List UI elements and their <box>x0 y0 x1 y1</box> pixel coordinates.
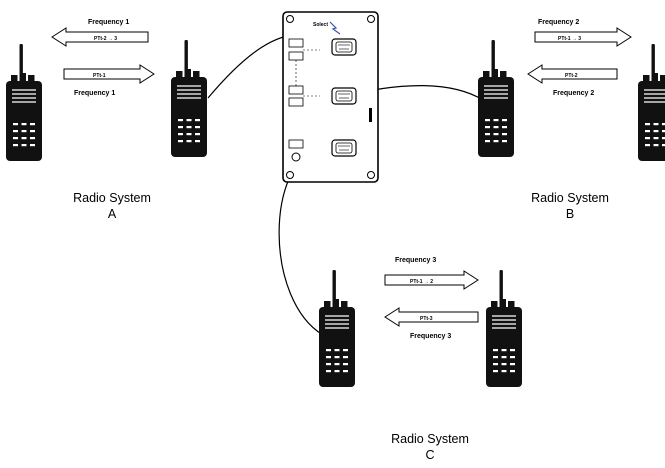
radio-a-base <box>170 39 208 158</box>
arrow-c-in-frequency: Frequency 3 <box>410 333 451 340</box>
arrow-a-outbound: PTt-2 → 3 <box>51 27 149 47</box>
arrow-a-out-frequency: Frequency 1 <box>88 19 129 26</box>
arrow-c-in-band: PTt-3 <box>420 316 433 322</box>
brand-logo-icon <box>329 21 341 35</box>
arrow-a-in-frequency: Frequency 1 <box>74 90 115 97</box>
arrow-b-in-band: PTt-2 <box>565 73 578 79</box>
arrow-a-inbound: PTt-1 <box>63 64 155 84</box>
hub-port-2 <box>331 87 357 105</box>
arrow-b-in-frequency: Frequency 2 <box>553 90 594 97</box>
system-b-label-line1: Radio System <box>531 191 609 205</box>
arrow-c-out-band: PTt-1 → 2 <box>410 279 433 285</box>
hub-jumper-block <box>288 38 320 149</box>
hub-port-3 <box>331 139 357 157</box>
arrow-b-inbound: PTt-2 <box>527 64 618 84</box>
hub-port-1 <box>331 38 357 56</box>
hub-power-knob <box>291 152 301 162</box>
hub-brand-label: Solect <box>313 22 328 28</box>
radio-a-handheld <box>5 43 43 162</box>
arrow-a-in-band: PTt-1 <box>93 73 106 79</box>
radio-b-handheld <box>637 43 665 162</box>
arrow-b-outbound: PTt-1 → 3 <box>534 27 632 47</box>
system-a-label-line2: A <box>108 207 117 221</box>
arrow-c-out-frequency: Frequency 3 <box>395 257 436 264</box>
arrow-b-out-band: PTt-1 → 3 <box>558 36 581 42</box>
arrow-b-out-frequency: Frequency 2 <box>538 19 579 26</box>
system-c-label-line1: Radio System <box>391 432 469 446</box>
arrow-c-inbound: PTt-3 <box>384 307 479 327</box>
system-a-label-line1: Radio System <box>73 191 151 205</box>
radio-c-handheld <box>485 269 523 388</box>
arrow-c-outbound: PTt-1 → 2 <box>384 270 479 290</box>
hub-side-marker <box>369 108 372 122</box>
arrow-a-out-band: PTt-2 → 3 <box>94 36 117 42</box>
radio-c-base <box>318 269 356 388</box>
interop-gateway: Solect <box>282 11 379 183</box>
system-c-label-line2: C <box>425 448 434 462</box>
radio-b-base <box>477 39 515 158</box>
system-b-label-line2: B <box>566 207 574 221</box>
